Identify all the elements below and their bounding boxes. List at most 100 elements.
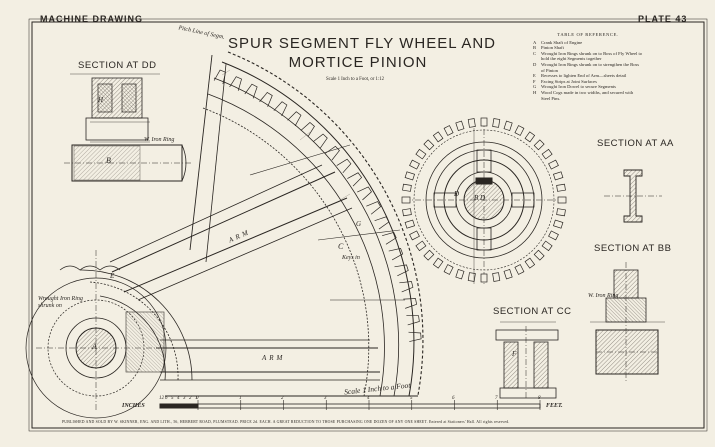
letter-g-label: G bbox=[356, 220, 362, 228]
reference-key: B bbox=[533, 45, 537, 51]
w-iron-ring-bb-label: W. Iron Ring bbox=[588, 293, 619, 299]
pinion-tooth bbox=[533, 249, 545, 261]
pinion-tooth bbox=[503, 120, 513, 131]
letter-h-label: H bbox=[98, 96, 104, 104]
reference-key: G bbox=[533, 84, 537, 90]
section-dd-drawing bbox=[64, 77, 192, 182]
keys-label: Keys in bbox=[342, 255, 360, 261]
letter-a-label: A bbox=[92, 342, 97, 351]
pinion-tooth bbox=[553, 171, 564, 181]
pinion-tooth bbox=[480, 117, 488, 127]
scale-tick-label: 7 bbox=[495, 396, 498, 401]
reference-key: C bbox=[533, 50, 537, 56]
fly-wheel-tooth bbox=[287, 111, 302, 127]
scale-tick-label: 5 bbox=[171, 396, 174, 401]
pinion-tooth bbox=[402, 208, 412, 217]
scale-tick-label: 6 bbox=[165, 396, 168, 401]
scale-feet-label: FEET. bbox=[546, 403, 563, 409]
scale-tick-label: 8 bbox=[538, 396, 541, 401]
pinion-tooth bbox=[514, 125, 525, 136]
reference-row: D Wrought Iron Rings shrunk on to strengt… bbox=[533, 62, 643, 73]
pinion-tooth bbox=[548, 230, 559, 241]
fly-wheel-tooth bbox=[374, 216, 390, 230]
pinion-tooth bbox=[524, 131, 536, 143]
section-bb-label: SECTION AT BB bbox=[594, 243, 672, 254]
header-right: PLATE 43 bbox=[638, 14, 688, 24]
letter-d-label: D bbox=[454, 190, 460, 198]
scale-tick-label: 5 bbox=[410, 396, 413, 401]
pinion-tooth bbox=[548, 159, 559, 170]
pinion-tooth bbox=[467, 118, 476, 128]
reference-text: Facing Strips at Joint Surfaces bbox=[541, 78, 597, 84]
title-scale: Scale 1 Inch to a Foot, or 1:12 bbox=[326, 77, 385, 82]
scale-tick-label: 3 bbox=[324, 396, 327, 401]
reference-row: C Wrought Iron Rings shrunk on to Boss of… bbox=[533, 51, 643, 62]
wrought-iron-shrunk-label: Wrought Iron Ring shrunk on bbox=[38, 296, 83, 309]
pinion-tooth bbox=[443, 264, 454, 275]
plate-border bbox=[31, 21, 705, 429]
letter-b-label: B bbox=[106, 156, 111, 165]
section-dd-label: SECTION AT DD bbox=[78, 60, 157, 71]
pinion-tooth bbox=[415, 148, 427, 160]
reference-key: F bbox=[533, 78, 536, 84]
reference-text: Wrought Iron Rings shrunk on to Boss of … bbox=[541, 50, 643, 62]
reference-key: D bbox=[533, 61, 537, 67]
letter-f-label: F bbox=[512, 350, 517, 358]
fly-wheel-tooth bbox=[313, 133, 328, 149]
pinion-tooth bbox=[556, 208, 566, 217]
fly-wheel-tooth bbox=[406, 315, 420, 326]
fly-wheel-tooth bbox=[347, 172, 363, 187]
pinion-tooth bbox=[455, 120, 465, 131]
scale-tick-label: 1 bbox=[195, 396, 198, 401]
scale-tick-label: 1 bbox=[239, 396, 242, 401]
pinion-tooth bbox=[514, 264, 525, 275]
reference-heading: TABLE OF REFERENCE. bbox=[557, 32, 619, 37]
letter-e-label: E bbox=[110, 272, 115, 280]
pinion-tooth bbox=[480, 273, 488, 283]
reference-row: E Recesses to lighten End of Arm—sheets d… bbox=[533, 73, 643, 79]
page-title: SPUR SEGMENT FLY WHEEL AND MORTICE PINIO… bbox=[228, 34, 495, 72]
reference-key: E bbox=[533, 73, 536, 79]
pinion-tooth bbox=[541, 240, 553, 252]
pinion-tooth bbox=[524, 257, 536, 269]
scale-inches-label: INCHES bbox=[122, 403, 145, 409]
fly-wheel-tooth bbox=[336, 158, 352, 174]
reference-text: Recesses to lighten End of Arm—sheets de… bbox=[541, 73, 627, 79]
fly-wheel-tooth bbox=[213, 69, 226, 85]
scale-tick-label: 2 bbox=[281, 396, 284, 401]
pinion-tooth bbox=[432, 257, 444, 269]
pinion-tooth bbox=[467, 272, 476, 282]
fly-wheel-tooth bbox=[403, 298, 418, 309]
crank-hub-view bbox=[25, 250, 170, 419]
fly-wheel-tooth bbox=[259, 92, 273, 107]
reference-row: G Wrought Iron Dowel to secure Segments bbox=[533, 84, 643, 90]
pinion-tooth bbox=[556, 183, 566, 192]
w-iron-ring-label: W. Iron Ring bbox=[144, 137, 175, 143]
pinion-tooth bbox=[432, 131, 444, 143]
pinion-tooth bbox=[443, 125, 454, 136]
scale-tick-label: 6 bbox=[452, 396, 455, 401]
pinion-tooth bbox=[409, 230, 420, 241]
reference-key: H bbox=[533, 89, 537, 95]
pinion-tooth bbox=[503, 269, 513, 280]
fly-wheel-tooth bbox=[382, 231, 397, 245]
fly-wheel-tooth bbox=[244, 83, 258, 99]
pinion-tooth bbox=[533, 139, 545, 151]
pinion-tooth bbox=[492, 118, 501, 128]
fly-wheel-tooth bbox=[394, 264, 409, 277]
fly-wheel-teeth bbox=[213, 69, 422, 342]
reference-text: Wrought Iron Rings shrunk on to strength… bbox=[541, 61, 640, 73]
scale-tick-label: 12 bbox=[159, 396, 164, 401]
section-aa-drawing bbox=[604, 169, 662, 223]
reference-text: Wrought Iron Dowel to secure Segments bbox=[541, 84, 616, 90]
scale-tick-label: 2 bbox=[189, 396, 192, 401]
scale-tick-label: 0 bbox=[196, 396, 199, 401]
pinion-tooth bbox=[404, 219, 415, 229]
pinion-tooth bbox=[541, 148, 553, 160]
fly-wheel-tooth bbox=[388, 248, 404, 261]
scale-bar bbox=[159, 400, 541, 410]
reference-text: Crank Shaft of Engine bbox=[541, 39, 583, 45]
